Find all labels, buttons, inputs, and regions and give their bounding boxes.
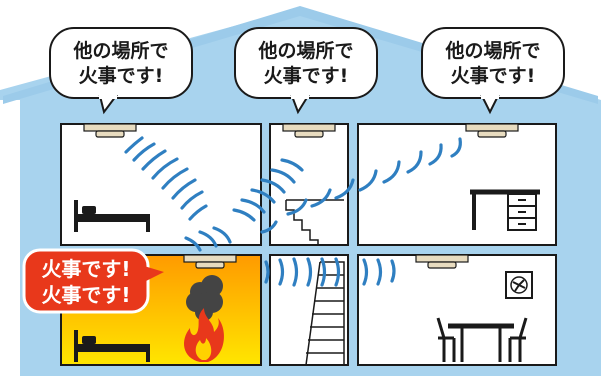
bubble-left-line2: 火事です! xyxy=(79,64,164,87)
bed-lower-left xyxy=(74,330,150,362)
bubble-left-line1: 他の場所で xyxy=(72,39,168,62)
speech-bubble-left: 他の場所で 火事です! xyxy=(49,27,193,115)
bubble-middle-line2: 火事です! xyxy=(264,64,349,87)
room-upper-right xyxy=(357,123,557,246)
speech-bubble-right: 他の場所で 火事です! xyxy=(421,27,565,115)
smoke-detector-upper-left xyxy=(83,123,137,138)
signal-waves xyxy=(124,136,462,287)
bed-upper-left xyxy=(74,200,150,232)
alarm-bubble-line2: 火事です! xyxy=(41,283,130,307)
bubble-right-line1: 他の場所で xyxy=(444,39,540,62)
bubble-middle-line1: 他の場所で xyxy=(257,39,353,62)
smoke-detector-upper-middle xyxy=(282,123,336,138)
speech-bubble-middle: 他の場所で 火事です! xyxy=(234,27,378,115)
alarm-bubble: 火事です! 火事です! xyxy=(22,248,164,314)
room-upper-middle xyxy=(269,123,349,246)
desk-upper-right xyxy=(470,189,540,231)
flame-icon xyxy=(184,308,224,362)
alarm-bubble-line1: 火事です! xyxy=(41,257,130,281)
smoke-detector-upper-right xyxy=(465,123,519,138)
bubble-right-line2: 火事です! xyxy=(451,64,536,87)
room-upper-left xyxy=(60,123,262,246)
smoke-detector-lower-right xyxy=(415,254,469,269)
smoke-detector-fire-room xyxy=(183,254,237,269)
ventilation-fan xyxy=(505,271,533,299)
staircase xyxy=(285,199,345,366)
dining-table-set xyxy=(436,317,528,362)
